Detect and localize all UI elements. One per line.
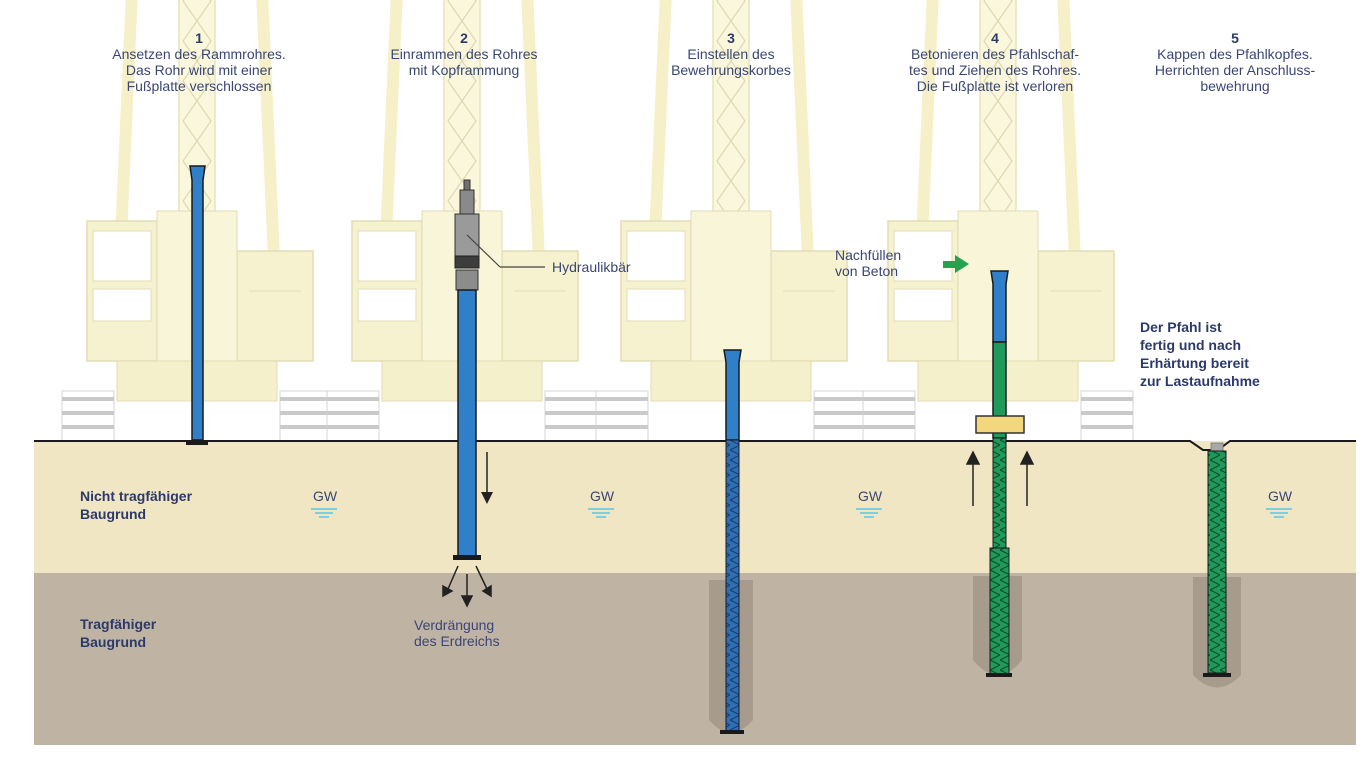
upper-soil-label-line: Baugrund bbox=[80, 506, 147, 522]
step-description: Herrichten der Anschluss- bbox=[1154, 62, 1316, 78]
groundwater-label: GW bbox=[590, 488, 615, 504]
displacement-label-line: Verdrängung bbox=[414, 617, 495, 633]
step-5-header: 5 Kappen des Pfahlkopfes. Herrichten der… bbox=[1115, 30, 1355, 94]
step-1-pipe bbox=[186, 165, 208, 445]
step-description: Einstellen des bbox=[687, 46, 775, 62]
step-number: 2 bbox=[460, 30, 468, 46]
step-3-header: 3 Einstellen des Bewehrungskorbes bbox=[611, 30, 851, 78]
finished-label-line: Erhärtung bereit bbox=[1140, 355, 1249, 371]
groundwater-label: GW bbox=[1268, 488, 1293, 504]
upper-soil-label: Nicht tragfähiger Baugrund bbox=[80, 487, 192, 523]
finished-label-line: fertig und nach bbox=[1140, 337, 1242, 353]
displacement-label: Verdrängung des Erdreichs bbox=[414, 617, 500, 649]
step-description: Betonieren des Pfahlschaf- bbox=[910, 46, 1080, 62]
step-5-pile bbox=[1203, 442, 1231, 677]
step-number: 5 bbox=[1231, 30, 1239, 46]
refill-arrow-icon bbox=[943, 255, 969, 273]
step-1-header: 1 Ansetzen des Rammrohres. Das Rohr wird… bbox=[79, 30, 319, 94]
finished-pile-label: Der Pfahl ist fertig und nach Erhärtung … bbox=[1140, 318, 1260, 390]
step-description: Kappen des Pfahlkopfes. bbox=[1157, 46, 1313, 62]
step-description: Das Rohr wird mit einer bbox=[125, 62, 273, 78]
step-3-pipe bbox=[720, 349, 744, 734]
groundwater-label: GW bbox=[313, 488, 338, 504]
step-2-hydraulic-hammer bbox=[454, 179, 545, 291]
step-number: 3 bbox=[727, 30, 735, 46]
step-description: tes und Ziehen des Rohres. bbox=[909, 62, 1081, 78]
finished-label-line: zur Lastaufnahme bbox=[1140, 373, 1260, 389]
displacement-arrows bbox=[442, 565, 492, 608]
groundwater-label: GW bbox=[858, 488, 883, 504]
step-2-pipe bbox=[453, 289, 481, 560]
upper-soil-layer bbox=[34, 441, 1356, 573]
step-description: bewehrung bbox=[1200, 78, 1270, 94]
pull-arrows bbox=[965, 450, 1035, 506]
step-4-header: 4 Betonieren des Pfahlschaf- tes und Zie… bbox=[875, 30, 1115, 94]
step-4-pipe bbox=[986, 270, 1012, 677]
refill-concrete-label: Nachfüllen von Beton bbox=[835, 247, 901, 279]
step-number: 1 bbox=[195, 30, 203, 46]
refill-label-line: Nachfüllen bbox=[835, 247, 902, 263]
lower-soil-label-line: Baugrund bbox=[80, 634, 147, 650]
displacement-label-line: des Erdreichs bbox=[414, 633, 500, 649]
step-description: Ansetzen des Rammrohres. bbox=[112, 46, 286, 62]
upper-soil-label-line: Nicht tragfähiger bbox=[80, 488, 193, 504]
refill-label-line: von Beton bbox=[835, 263, 899, 279]
step-description: Bewehrungskorbes bbox=[671, 62, 791, 78]
step-description: Die Fußplatte ist verloren bbox=[916, 78, 1074, 94]
step-description: Fußplatte verschlossen bbox=[126, 78, 272, 94]
step-number: 4 bbox=[991, 30, 999, 46]
step-description: mit Kopframmung bbox=[408, 62, 520, 78]
groundwater-symbols bbox=[311, 508, 1292, 518]
hydraulic-hammer-label: Hydraulikbär bbox=[552, 259, 631, 275]
step-description: Einrammen des Rohres bbox=[390, 46, 538, 62]
step-4-collar bbox=[975, 415, 1025, 434]
step-2-header: 2 Einrammen des Rohres mit Kopframmung bbox=[344, 30, 584, 78]
lower-soil-layer bbox=[34, 573, 1356, 745]
lower-soil-label: Tragfähiger Baugrund bbox=[80, 615, 156, 651]
finished-label-line: Der Pfahl ist bbox=[1140, 319, 1222, 335]
lower-soil-label-line: Tragfähiger bbox=[80, 616, 157, 632]
step-2-driving-arrow bbox=[481, 452, 493, 504]
